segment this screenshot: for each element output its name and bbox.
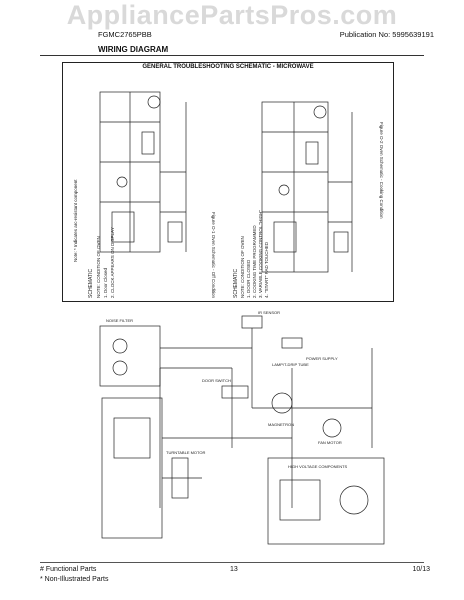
label-ir-sensor: IR SENSOR bbox=[258, 310, 280, 315]
revision-date: 10/13 bbox=[412, 566, 430, 573]
label-door-switch: DOOR SWITCH bbox=[202, 378, 231, 383]
right-line-0: NOTE: CONDITION OF OVEN bbox=[240, 236, 245, 298]
label-power-supply: POWER SUPPLY bbox=[306, 356, 338, 361]
label-turntable: TURNTABLE MOTOR bbox=[166, 450, 206, 455]
right-line-4: 4. "START" PAD TOUCHED bbox=[264, 241, 269, 298]
label-hv-components: HIGH VOLTAGE COMPONENTS bbox=[288, 464, 348, 469]
section-title: WIRING DIAGRAM bbox=[98, 45, 169, 54]
wiring-drawing: IR SENSOR LAMP/T-DRIP TUBE POWER SUPPLY … bbox=[99, 310, 385, 545]
schematic-drawing: Note: * Indicates arc-resistant componen… bbox=[73, 91, 384, 298]
right-line-2: 2. COOKING TIME PROGRAMMED bbox=[252, 225, 257, 298]
right-line-3: 3. VARIABLE COOKING CONTROL "HIGH" bbox=[258, 210, 263, 298]
footer-rule bbox=[40, 562, 424, 563]
left-line-1: 1. Door Closed bbox=[103, 267, 108, 298]
figure-1-caption: Figure O-1 Oven Schematic - Off Conditio… bbox=[211, 212, 216, 298]
left-line-0: NOTE: CONDITION OF OVEN bbox=[96, 236, 101, 298]
right-line-1: 1. DOOR CLOSED bbox=[246, 259, 251, 298]
non-illustrated-note: * Non-Illustrated Parts bbox=[40, 576, 109, 583]
schematic-title: GENERAL TROUBLESHOOTING SCHEMATIC - MICR… bbox=[142, 64, 314, 70]
label-magnetron: MAGNETRON bbox=[268, 422, 294, 427]
model-number: FGMC2765PBB bbox=[98, 30, 152, 39]
header-rule bbox=[40, 55, 424, 56]
label-noise-filter: NOISE FILTER bbox=[106, 318, 133, 323]
functional-parts-note: # Functional Parts bbox=[40, 566, 97, 573]
left-line-2: 2. CLOCK APPEARS ON DISPLAY bbox=[110, 227, 115, 298]
page-number: 13 bbox=[230, 566, 238, 573]
label-lamp: LAMP/T-DRIP TUBE bbox=[272, 362, 309, 367]
right-heading: SCHEMATIC bbox=[233, 269, 239, 298]
watermark: AppliancePartsPros.com bbox=[66, 0, 398, 30]
left-heading: SCHEMATIC bbox=[88, 269, 94, 298]
figure-2-caption: Figure O-2 Oven Schematic - Cooking Cond… bbox=[379, 122, 384, 219]
note-top: Note: * Indicates arc-resistant componen… bbox=[73, 179, 78, 262]
schematic-frame bbox=[62, 62, 394, 302]
publication-number: Publication No: 5995639191 bbox=[339, 30, 434, 39]
label-fan-motor: FAN MOTOR bbox=[318, 440, 342, 445]
